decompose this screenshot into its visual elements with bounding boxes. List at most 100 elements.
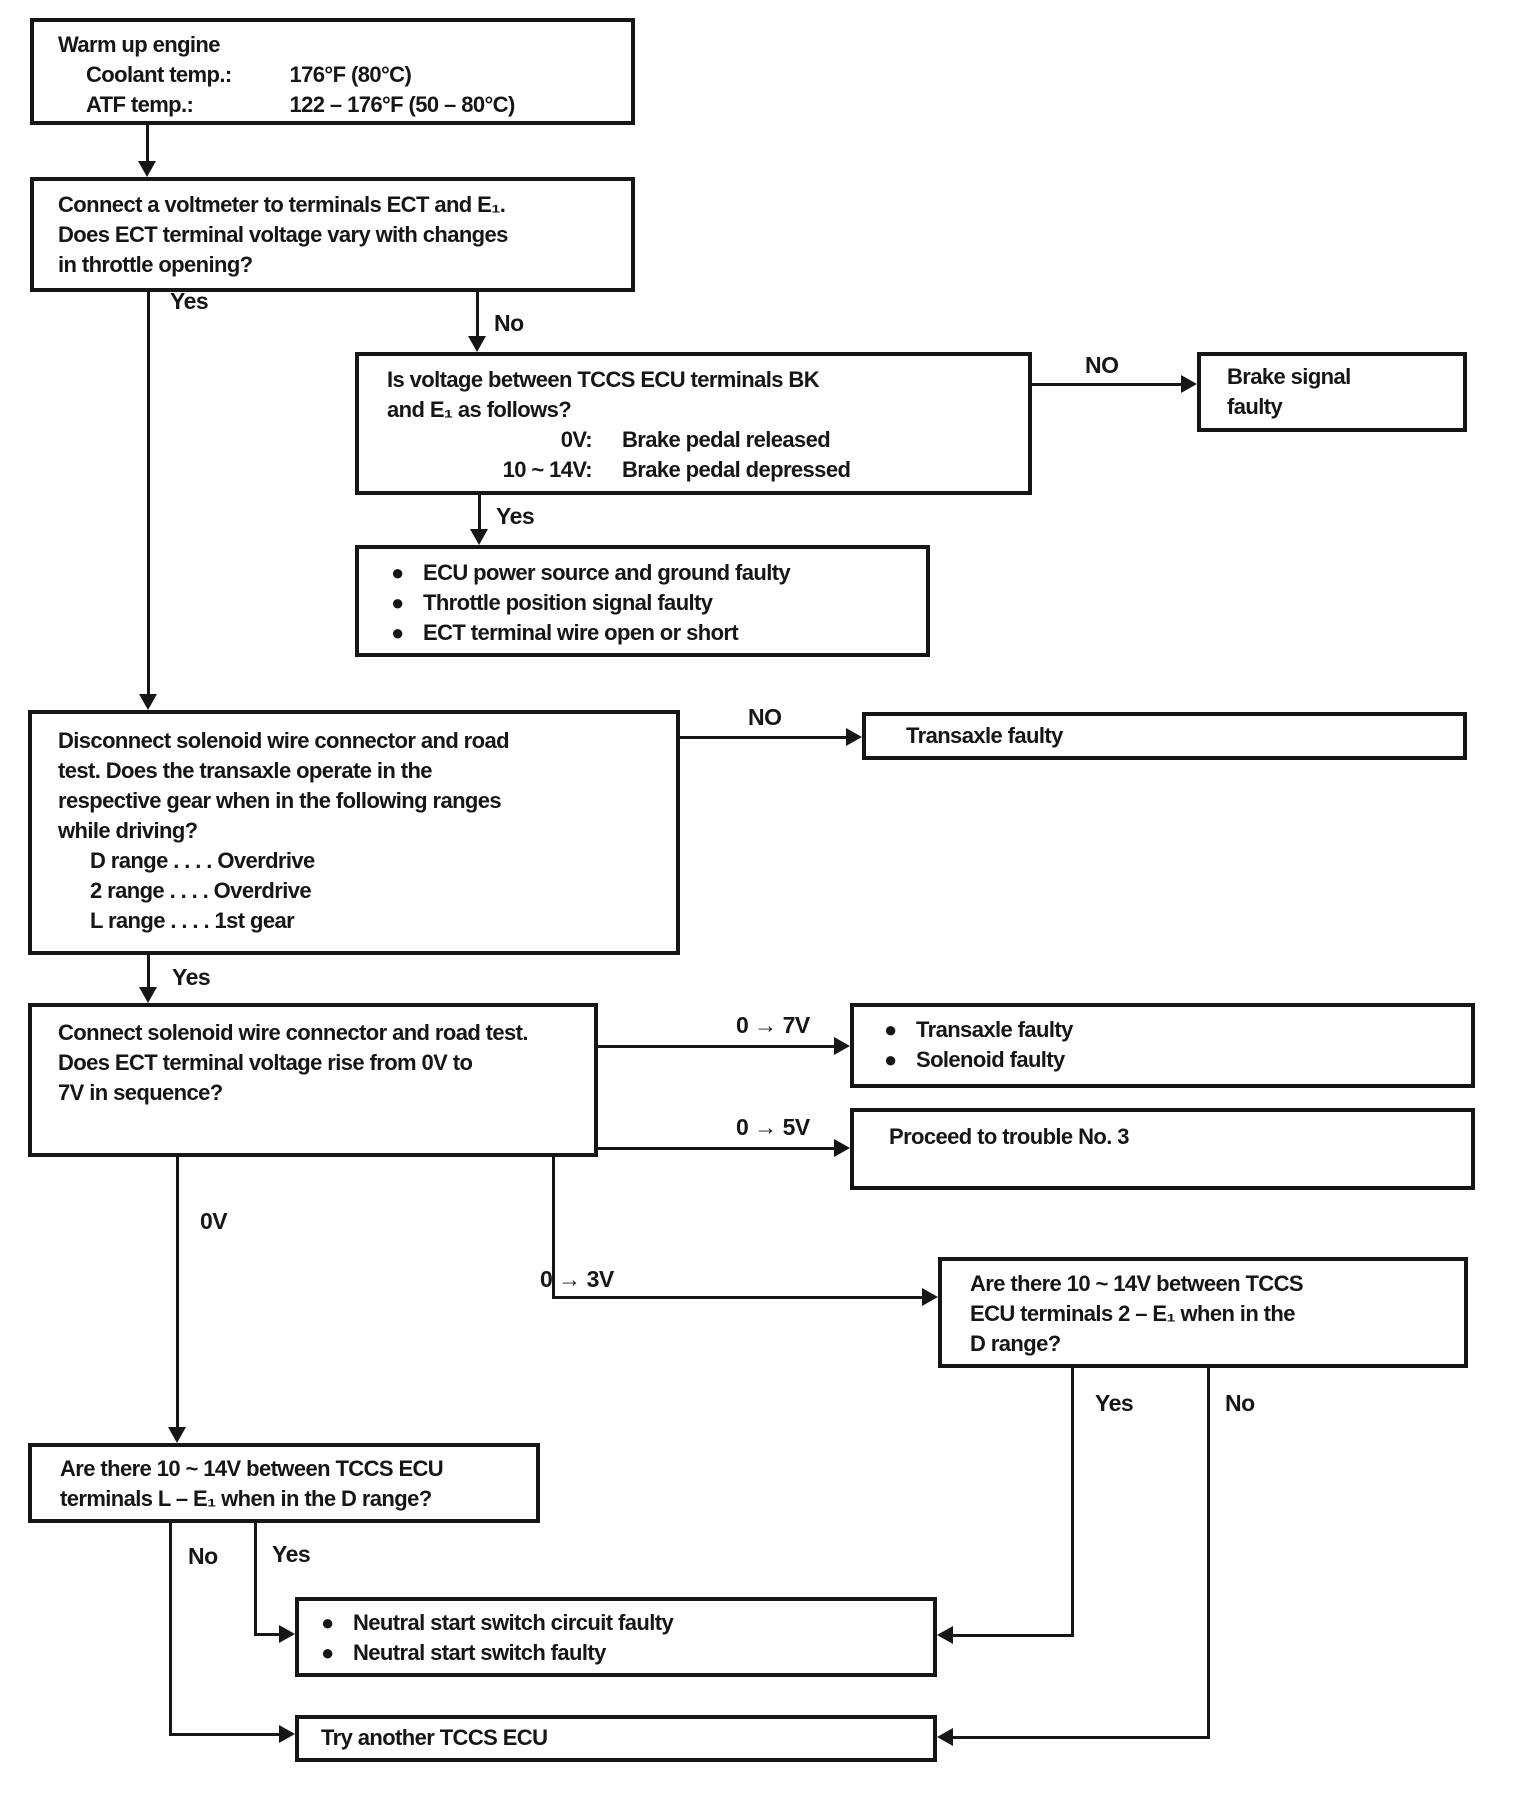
transaxle-faulty-item: Transaxle faulty [916, 1017, 1073, 1042]
connector-warmup-to-voltmeter [146, 125, 149, 165]
check-le1-line1: Are there 10 ~ 14V between TCCS ECU [60, 1456, 444, 1481]
connector-0-3v-vertical [552, 1157, 555, 1297]
node-ecu-fault-list: ● ECU power source and ground faulty ● T… [355, 545, 930, 657]
ecu-fault-item-2: Throttle position signal faulty [423, 590, 713, 615]
edge-label-0-7v: 0 → 7V [736, 1012, 810, 1038]
disconnect-line2: test. Does the transaxle operate in the [58, 758, 433, 783]
bullet-icon: ● [884, 1017, 897, 1042]
arrowhead-voltmeter-yes [139, 694, 157, 710]
connector-roadtest-no [680, 736, 852, 739]
coolant-temp-label: Coolant temp.: [86, 62, 232, 87]
arrowhead-le1-yes [279, 1625, 295, 1643]
neutral-switch-item-1: Neutral start switch circuit faulty [353, 1610, 674, 1635]
connector-2e1-yes-horizontal [949, 1634, 1074, 1637]
atf-temp-label: ATF temp.: [86, 92, 194, 117]
transaxle-faulty-text: Transaxle faulty [906, 723, 1063, 748]
atf-temp-value: 122 – 176°F (50 – 80°C) [289, 92, 516, 117]
arrowhead-0-7v [834, 1037, 850, 1055]
arrowhead-0v [168, 1427, 186, 1443]
bullet-icon: ● [321, 1640, 334, 1665]
connect-line1: Connect solenoid wire connector and road… [58, 1020, 529, 1045]
connector-voltmeter-no [476, 292, 479, 344]
connector-le1-yes-horizontal [254, 1633, 283, 1636]
connector-le1-no-horizontal [169, 1733, 283, 1736]
coolant-temp-row: Coolant temp.: 176°F (80°C) [86, 60, 631, 90]
edge-label-0-5v: 0 → 5V [736, 1114, 810, 1140]
bk-released-text: Brake pedal released [622, 427, 831, 452]
connector-2e1-no-vertical [1207, 1368, 1210, 1738]
connector-0v [176, 1157, 179, 1435]
connector-roadtest-yes [147, 955, 150, 995]
connector-0-3v-horizontal [552, 1296, 926, 1299]
disconnect-line4: while driving? [58, 818, 198, 843]
edge-label-0-3v: 0 → 3V [540, 1266, 614, 1292]
try-ecu-text: Try another TCCS ECU [321, 1725, 548, 1750]
node-brake-signal-faulty: Brake signal faulty [1197, 352, 1467, 432]
connector-2e1-yes-vertical [1071, 1368, 1074, 1636]
d-range-row: D range . . . . Overdrive [90, 848, 315, 873]
edge-label-le1-yes: Yes [272, 1541, 311, 1567]
edge-label-2e1-no: No [1225, 1390, 1255, 1416]
node-neutral-start-switch: ● Neutral start switch circuit faulty ● … [295, 1597, 937, 1677]
edge-label-bk-yes: Yes [496, 503, 535, 529]
arrowhead-roadtest-no [846, 728, 862, 746]
edge-label-voltmeter-no: No [494, 310, 524, 336]
list-item: ● ECT terminal wire open or short [391, 618, 926, 648]
list-item: ● Solenoid faulty [884, 1045, 1471, 1075]
voltmeter-line1: Connect a voltmeter to terminals ECT and… [58, 192, 506, 217]
arrowhead-2e1-no [937, 1728, 953, 1746]
bk-check-line1: Is voltage between TCCS ECU terminals BK [387, 367, 820, 392]
edge-label-roadtest-yes: Yes [172, 964, 211, 990]
connector-le1-no-vertical [169, 1523, 172, 1735]
node-warm-up-engine: Warm up engine Coolant temp.: 176°F (80°… [30, 18, 635, 125]
node-voltmeter-check: Connect a voltmeter to terminals ECT and… [30, 177, 635, 292]
edge-label-0v: 0V [200, 1208, 228, 1234]
bullet-icon: ● [391, 620, 404, 645]
ecu-fault-item-1: ECU power source and ground faulty [423, 560, 791, 585]
voltmeter-line2: Does ECT terminal voltage vary with chan… [58, 222, 508, 247]
arrowhead-voltmeter-no [468, 336, 486, 352]
node-check-2-e1: Are there 10 ~ 14V between TCCS ECU term… [938, 1257, 1468, 1368]
node-road-test-connected: Connect solenoid wire connector and road… [28, 1003, 598, 1157]
connector-2e1-no-horizontal [949, 1736, 1210, 1739]
arrowhead-bk-yes [470, 529, 488, 545]
connector-0-5v [598, 1147, 838, 1150]
disconnect-line1: Disconnect solenoid wire connector and r… [58, 728, 510, 753]
proceed-text: Proceed to trouble No. 3 [889, 1124, 1129, 1149]
arrowhead-roadtest-yes [139, 987, 157, 1003]
warmup-title: Warm up engine [58, 32, 221, 57]
edge-label-bk-no: NO [1085, 352, 1119, 378]
edge-label-2e1-yes: Yes [1095, 1390, 1134, 1416]
node-bk-voltage-check: Is voltage between TCCS ECU terminals BK… [355, 352, 1032, 495]
check-2e1-line2: ECU terminals 2 – E₁ when in the [970, 1301, 1295, 1326]
l-range-row: L range . . . . 1st gear [90, 908, 295, 933]
arrowhead-warmup-to-voltmeter [138, 161, 156, 177]
node-transaxle-faulty: Transaxle faulty [862, 712, 1467, 760]
bk-depressed-voltage: 10 ~ 14V: [502, 457, 593, 482]
atf-temp-row: ATF temp.: 122 – 176°F (50 – 80°C) [86, 90, 631, 120]
connector-0-7v [598, 1045, 838, 1048]
neutral-switch-item-2: Neutral start switch faulty [353, 1640, 606, 1665]
list-item: ● Neutral start switch faulty [321, 1638, 933, 1668]
voltmeter-line3: in throttle opening? [58, 252, 253, 277]
arrowhead-bk-no [1181, 375, 1197, 393]
arrowhead-2e1-yes [937, 1626, 953, 1644]
node-try-another-ecu: Try another TCCS ECU [295, 1715, 937, 1762]
disconnect-line3: respective gear when in the following ra… [58, 788, 502, 813]
solenoid-faulty-item: Solenoid faulty [916, 1047, 1065, 1072]
check-2e1-line3: D range? [970, 1331, 1061, 1356]
connect-line2: Does ECT terminal voltage rise from 0V t… [58, 1050, 473, 1075]
connect-line3: 7V in sequence? [58, 1080, 223, 1105]
list-item: ● Throttle position signal faulty [391, 588, 926, 618]
coolant-temp-value: 176°F (80°C) [289, 62, 412, 87]
list-item: ● ECU power source and ground faulty [391, 558, 926, 588]
arrowhead-0-5v [834, 1139, 850, 1157]
bk-check-line2: and E₁ as follows? [387, 397, 572, 422]
ecu-fault-item-3: ECT terminal wire open or short [423, 620, 739, 645]
list-item: ● Neutral start switch circuit faulty [321, 1608, 933, 1638]
node-proceed-trouble-3: Proceed to trouble No. 3 [850, 1108, 1475, 1190]
connector-le1-yes-vertical [254, 1523, 257, 1635]
2-range-row: 2 range . . . . Overdrive [90, 878, 312, 903]
list-item: ● Transaxle faulty [884, 1015, 1471, 1045]
node-transaxle-solenoid-faulty: ● Transaxle faulty ● Solenoid faulty [850, 1003, 1475, 1088]
